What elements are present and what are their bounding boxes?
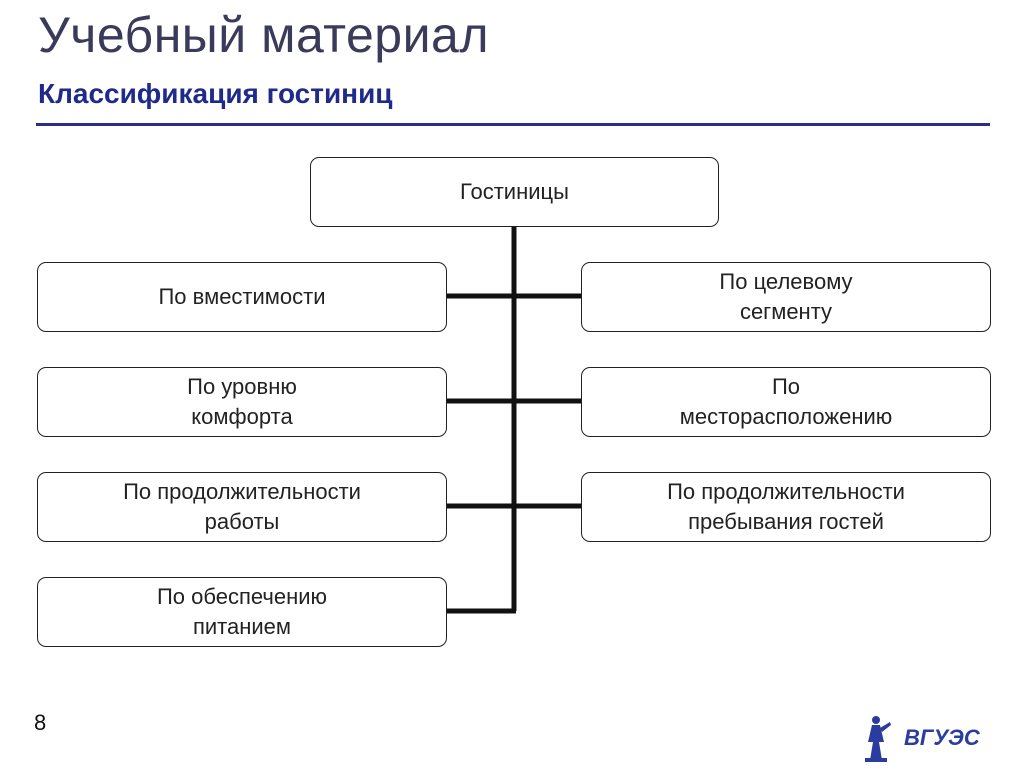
slide-title: Учебный материал xyxy=(38,7,490,63)
slide-subtitle: Классификация гостиниц xyxy=(38,78,393,109)
node-comfort-label: По уровню комфорта xyxy=(187,374,297,429)
logo-text: ВГУЭС xyxy=(904,725,981,750)
node-stay-duration-label: По продолжительности пребывания гостей xyxy=(667,479,905,534)
node-capacity-label: По вместимости xyxy=(158,284,326,309)
figure-emblem-icon xyxy=(865,716,891,762)
node-location-label: По месторасположению xyxy=(679,374,893,429)
node-catering-label: По обеспечению питанием xyxy=(156,584,328,639)
header-divider xyxy=(36,123,990,126)
university-logo: ВГУЭС xyxy=(865,716,981,762)
node-target-segment-label: По целевому сегменту xyxy=(719,269,853,324)
node-capacity: По вместимости xyxy=(37,262,447,332)
node-operation-duration: По продолжительности работы xyxy=(37,472,447,542)
node-target-segment: По целевому сегменту xyxy=(581,262,991,332)
node-catering: По обеспечению питанием xyxy=(37,577,447,647)
node-comfort: По уровню комфорта xyxy=(37,367,447,437)
node-operation-duration-label: По продолжительности работы xyxy=(123,479,361,534)
root-node: Гостиницы xyxy=(310,157,719,227)
page-number: 8 xyxy=(34,710,47,735)
node-location: По месторасположению xyxy=(581,367,991,437)
root-node-label: Гостиницы xyxy=(460,179,569,204)
node-stay-duration: По продолжительности пребывания гостей xyxy=(581,472,991,542)
